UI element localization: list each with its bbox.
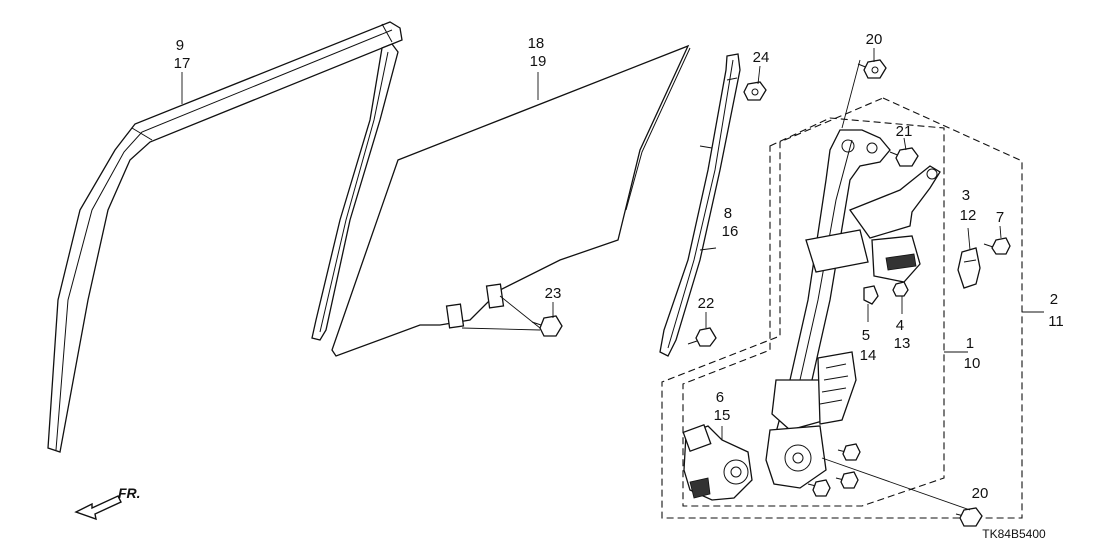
nut-4-13[interactable] [892, 281, 909, 297]
callout-21: 21 [896, 123, 913, 140]
bolt-7[interactable] [983, 237, 1011, 255]
bolt-23[interactable] [531, 315, 563, 337]
regulator-assembly-boundary-2-11 [661, 97, 1023, 519]
callout-3-12: 3 12 [960, 187, 977, 224]
glass-holder-tab [485, 283, 505, 309]
callout-6-15: 6 15 [714, 389, 731, 424]
front-label: FR. [118, 485, 141, 501]
bolt-motor-1[interactable] [837, 443, 861, 461]
leader-lines [181, 48, 1044, 511]
diagram-code: TK84B5400 [982, 527, 1046, 541]
clip-5-14[interactable] [863, 285, 879, 305]
door-glass-part[interactable] [331, 44, 691, 357]
callout-1-10: 1 10 [964, 335, 981, 372]
glass-holder-tab [445, 303, 465, 329]
bolt-motor-2[interactable] [835, 471, 859, 489]
nut-24[interactable] [743, 81, 767, 101]
callout-18-19: 18 19 [528, 35, 549, 70]
callout-4-13: 4 13 [894, 317, 911, 352]
callout-24: 24 [753, 49, 770, 66]
callout-5-14: 5 14 [860, 327, 877, 364]
bolt-20-bottom[interactable] [955, 507, 983, 527]
door-sash-molding-part[interactable] [47, 21, 403, 453]
bolt-motor-3[interactable] [807, 479, 831, 497]
power-window-motor-6-15[interactable] [682, 424, 753, 501]
window-regulator-part[interactable] [765, 129, 941, 489]
clip-3-12[interactable] [957, 247, 981, 289]
bolt-20-top[interactable] [857, 59, 887, 79]
glass-run-channel-part[interactable] [311, 43, 399, 341]
bolt-21[interactable] [889, 147, 919, 167]
front-arrow-icon [74, 495, 122, 521]
callout-7: 7 [996, 209, 1004, 226]
bolt-22[interactable] [687, 327, 717, 347]
callout-20-bottom: 20 [972, 485, 989, 502]
front-direction-indicator: FR. [74, 485, 141, 521]
callout-22: 22 [698, 295, 715, 312]
center-sash-part[interactable] [659, 53, 741, 357]
regulator-assembly-boundary-1-10 [682, 117, 945, 507]
callout-2-11: 2 11 [1048, 291, 1064, 330]
callout-8-16: 8 16 [722, 205, 739, 240]
callout-23: 23 [545, 285, 562, 302]
callout-20-top: 20 [866, 31, 883, 48]
callout-9-17: 9 17 [174, 37, 191, 72]
